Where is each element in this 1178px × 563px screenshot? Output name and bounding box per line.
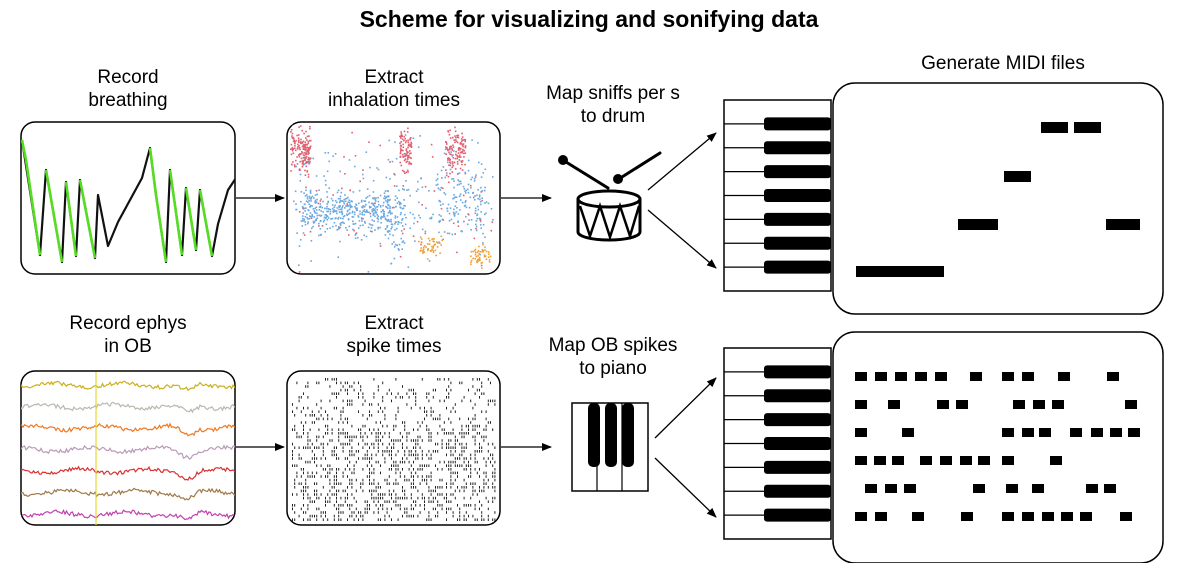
spike-panel	[286, 370, 501, 526]
arrow-piano-to-keyboard-bottom	[654, 457, 717, 518]
midi-panel-drum	[832, 82, 1164, 315]
label-record-ephys: Record ephys in OB	[69, 313, 187, 357]
ephys-traces	[21, 372, 235, 525]
breathing-trace	[21, 139, 235, 264]
ephys-panel	[20, 370, 236, 526]
midi-notes-piano	[855, 372, 1140, 521]
piano-roll-keyboard-icon	[723, 99, 832, 292]
piano-keys-icon	[571, 402, 649, 492]
inhalation-panel	[286, 121, 501, 275]
arrow-drum-to-keyboard-bottom	[647, 209, 717, 269]
arrow-drum-to-keyboard-top	[647, 132, 717, 191]
diagram-title: Scheme for visualizing and sonifying dat…	[359, 6, 819, 32]
label-map-sniffs: Map sniffs per s to drum	[546, 83, 680, 127]
midi-panel-piano	[832, 331, 1164, 563]
breathing-panel	[20, 121, 236, 275]
midi-notes-drum	[856, 122, 1140, 277]
label-map-spikes: Map OB spikes to piano	[548, 335, 678, 379]
spike-raster	[292, 378, 496, 521]
label-extract-spikes: Extract spike times	[346, 313, 442, 357]
label-generate-midi: Generate MIDI files	[921, 53, 1085, 74]
inhalation-scatter	[290, 124, 494, 273]
label-record-breathing: Record breathing	[88, 67, 168, 111]
piano-roll-keyboard-icon	[723, 347, 832, 540]
drum-icon	[558, 151, 662, 242]
arrow-piano-to-keyboard-top	[654, 377, 717, 439]
label-extract-inhalation: Extract inhalation times	[327, 67, 461, 111]
